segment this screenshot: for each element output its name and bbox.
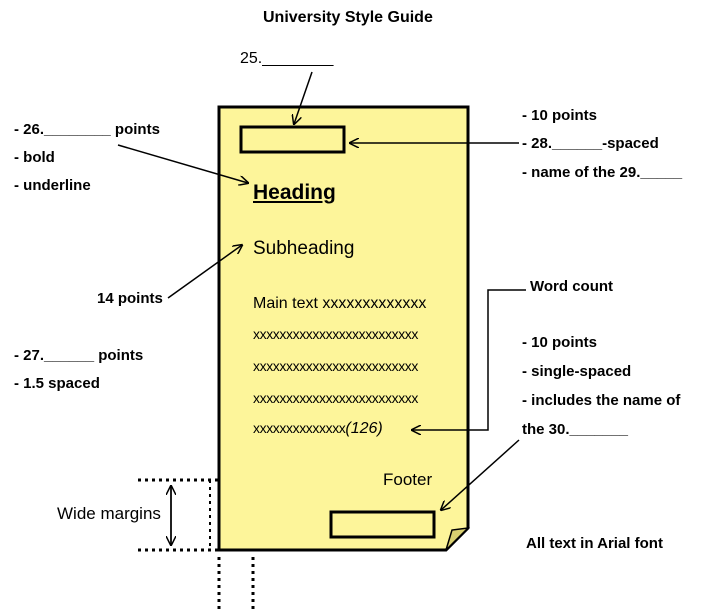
word-count-label: Word count: [530, 278, 614, 295]
page-title: University Style Guide: [263, 9, 433, 26]
left-top-line2: - bold: [14, 149, 55, 166]
arrow-wordcount: [412, 289, 526, 430]
left-bottom-line2: - 1.5 spaced: [14, 375, 100, 392]
footer-box: [329, 510, 436, 539]
right-top-line1: - 10 points: [522, 107, 598, 124]
arrow-subheading: [167, 245, 242, 299]
right-top-line3: - name of the 29._____: [522, 164, 683, 181]
blank-25-label: 25.________: [240, 50, 334, 67]
all-text-note: All text in Arial font: [526, 535, 663, 552]
right-top-line2: - 28.______-spaced: [522, 135, 659, 152]
page-main-line5-text: xxxxxxxxxxxxxx: [253, 420, 346, 436]
page-main-line5: xxxxxxxxxxxxxx(126): [253, 420, 383, 438]
page-subheading: Subheading: [253, 238, 355, 259]
header-box: [239, 125, 346, 154]
arrow-footer: [441, 439, 520, 510]
page-main-line1: Main text xxxxxxxxxxxxx: [253, 295, 427, 312]
arrow-25: [294, 71, 313, 124]
right-bottom-line4: the 30._______: [522, 421, 628, 438]
right-bottom-line1: - 10 points: [522, 334, 598, 351]
page-footer-label: Footer: [383, 470, 433, 489]
page-heading: Heading: [253, 181, 336, 204]
page-word-count: (126): [345, 420, 383, 437]
left-mid-label: 14 points: [97, 290, 163, 307]
left-bottom-line1: - 27.______ points: [14, 347, 144, 364]
arrow-heading: [117, 144, 248, 183]
page-main-line2: xxxxxxxxxxxxxxxxxxxxxxxxx: [253, 326, 419, 342]
page-fold: [445, 526, 471, 551]
left-top-line3: - underline: [14, 177, 91, 194]
right-bottom-line3: - includes the name of: [522, 392, 681, 409]
page-main-line4: xxxxxxxxxxxxxxxxxxxxxxxxx: [253, 390, 419, 406]
right-bottom-line2: - single-spaced: [522, 363, 632, 380]
page-main-line3: xxxxxxxxxxxxxxxxxxxxxxxxx: [253, 358, 419, 374]
wide-margins-label: Wide margins: [57, 504, 161, 523]
left-top-line1: - 26.________ points: [14, 121, 160, 138]
